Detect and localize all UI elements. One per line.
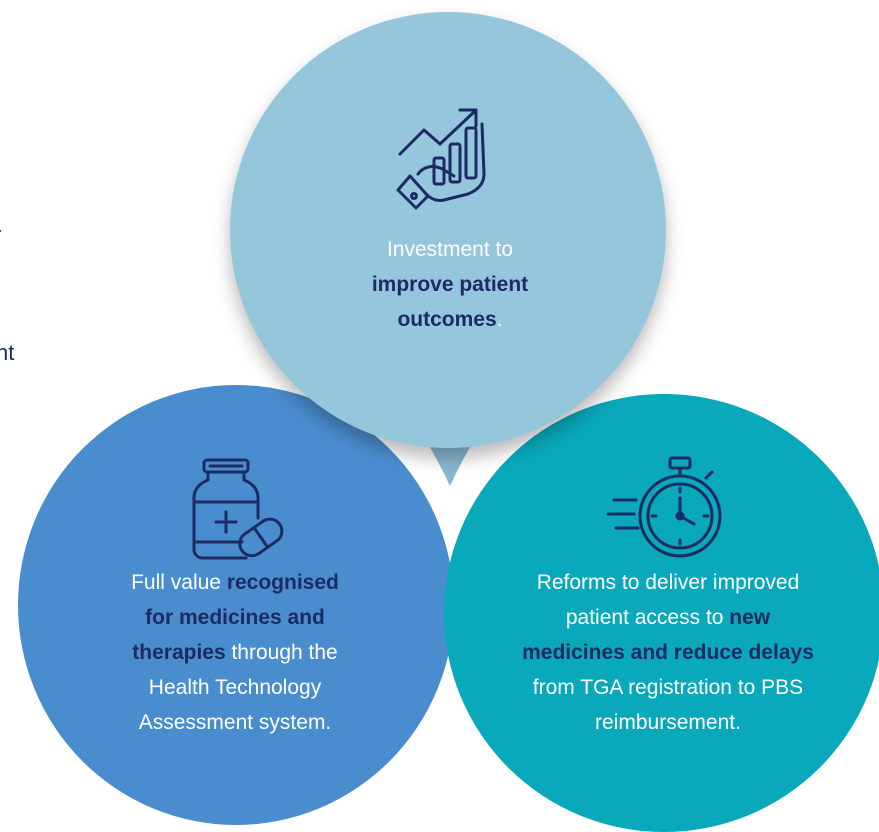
- top-text-period: .: [496, 308, 503, 331]
- left-text-highlight: recognised: [226, 571, 339, 594]
- right-circle-text: Reforms to deliver improved patient acce…: [498, 565, 838, 740]
- left-text-line: Full value: [131, 571, 227, 594]
- hand-growth-chart-icon: [396, 108, 486, 210]
- top-circle: [230, 12, 666, 448]
- left-text-line: through the: [225, 641, 338, 664]
- right-text-highlight: new: [729, 606, 771, 629]
- top-text-line: Investment to: [386, 238, 514, 261]
- right-text-line: patient access to: [565, 606, 730, 629]
- top-text-highlight: outcomes: [397, 308, 497, 331]
- right-text-line: from TGA registration to PBS: [532, 676, 804, 699]
- edge-text-fragment: r: [0, 222, 1, 248]
- right-text-line: Reforms to deliver improved: [536, 571, 800, 594]
- left-text-line: Health Technology: [148, 676, 322, 699]
- right-circle: [444, 394, 879, 832]
- right-text-line: reimbursement.: [595, 711, 741, 734]
- stopwatch-speed-icon: [606, 456, 722, 558]
- edge-text-fragment: nt: [0, 340, 15, 365]
- left-circle-text: Full value recognised for medicines and …: [92, 565, 378, 740]
- left-text-highlight: for medicines and: [145, 606, 325, 629]
- medicine-bottle-pill-icon: [192, 458, 284, 560]
- right-text-highlight: medicines and reduce delays: [522, 641, 814, 664]
- top-circle-text: Investment to improve patient outcomes.: [320, 232, 580, 337]
- left-circle: [18, 385, 454, 825]
- left-text-line: Assessment system.: [138, 711, 332, 734]
- top-text-highlight: improve patient: [371, 273, 529, 296]
- left-text-highlight: therapies: [132, 641, 226, 664]
